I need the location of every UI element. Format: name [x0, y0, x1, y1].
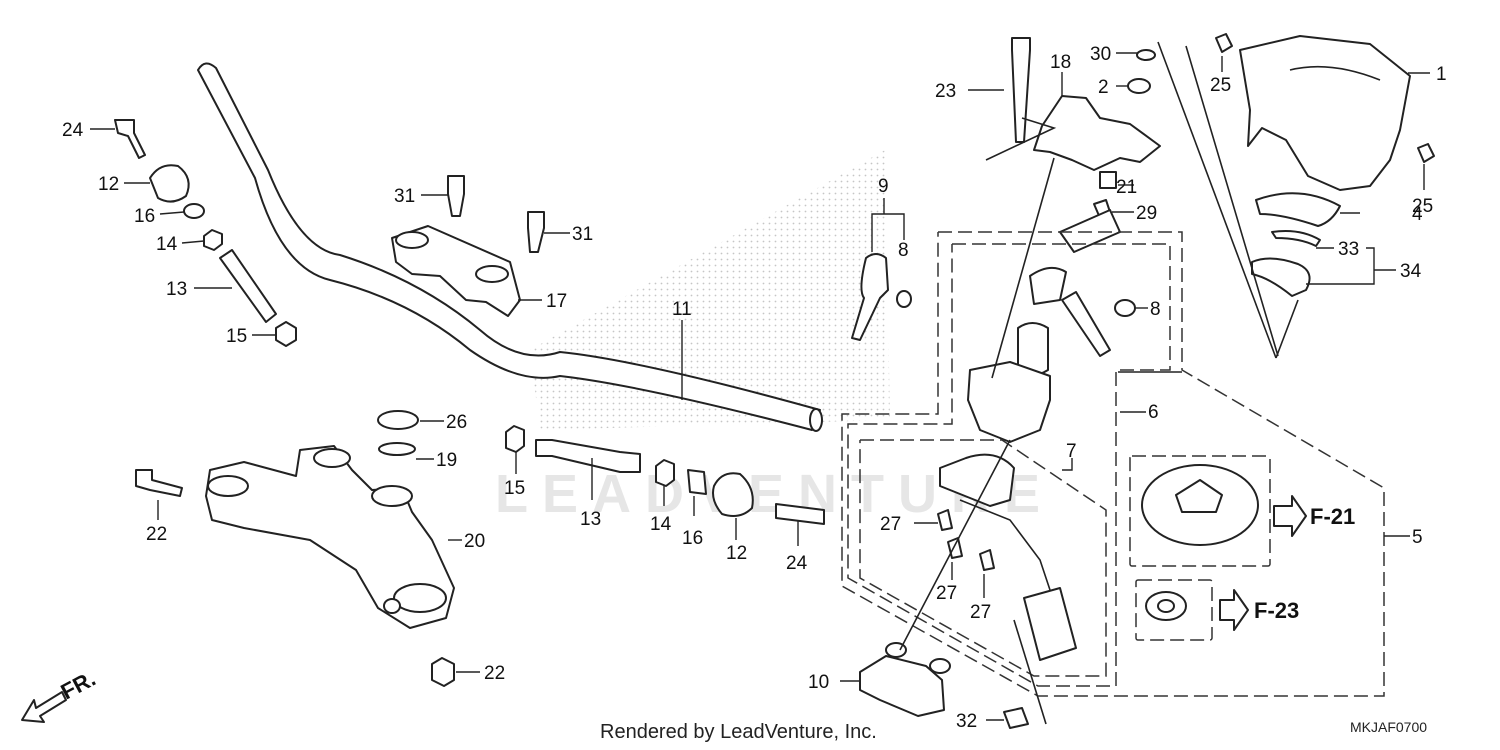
front-direction-arrow: FR.: [21, 666, 100, 723]
label-7: 7: [1066, 441, 1077, 462]
label-27c: 27: [970, 602, 991, 623]
label-33: 33: [1338, 239, 1359, 260]
label-14b: 14: [650, 514, 672, 535]
watermark-logo: [530, 150, 890, 430]
label-15a: 15: [226, 326, 247, 347]
label-27a: 27: [880, 514, 901, 535]
label-17: 17: [546, 291, 567, 312]
diagram-code: MKJAF0700: [1350, 719, 1427, 735]
label-10: 10: [808, 672, 829, 693]
lower-handlebar-holder: [135, 410, 455, 687]
label-15b: 15: [504, 478, 525, 499]
label-16b: 16: [682, 528, 703, 549]
label-14a: 14: [156, 234, 178, 255]
label-21: 21: [1116, 177, 1137, 198]
label-12a: 12: [98, 174, 119, 195]
label-31b: 31: [572, 224, 593, 245]
guide-lines: [899, 41, 1299, 725]
label-5: 5: [1412, 527, 1423, 548]
footer-credit: Rendered by LeadVenture, Inc.: [600, 721, 877, 743]
label-23: 23: [935, 81, 956, 102]
label-2: 2: [1098, 77, 1109, 98]
label-11: 11: [672, 299, 692, 320]
label-4: 4: [1412, 204, 1423, 225]
label-32: 32: [956, 711, 977, 732]
ref-f21-label: F-21: [1310, 504, 1355, 529]
label-34: 34: [1400, 261, 1422, 282]
label-22a: 22: [146, 524, 167, 545]
ignition-switch: [967, 209, 1121, 443]
label-1: 1: [1436, 64, 1447, 85]
label-12b: 12: [726, 543, 747, 564]
ref-f23-label: F-23: [1254, 598, 1299, 623]
label-8b: 8: [1150, 299, 1161, 320]
label-26: 26: [446, 412, 467, 433]
top-cover-parts: [1215, 33, 1435, 297]
label-24a: 24: [62, 120, 84, 141]
label-25a: 25: [1210, 75, 1231, 96]
label-27b: 27: [936, 583, 957, 604]
handlebar: [197, 62, 823, 432]
label-30: 30: [1090, 44, 1111, 65]
label-13a: 13: [166, 279, 187, 300]
top-bracket-parts: [1011, 37, 1161, 219]
fuel-cap-reference: [1129, 455, 1307, 641]
label-24b: 24: [786, 553, 808, 574]
upper-handlebar-holder: [391, 175, 545, 317]
seat-lock: [937, 453, 1077, 661]
label-16a: 16: [134, 206, 155, 227]
label-19: 19: [436, 450, 457, 471]
label-29: 29: [1136, 203, 1157, 224]
label-8a: 8: [898, 240, 909, 261]
switch-bracket: [859, 642, 1029, 729]
label-9: 9: [878, 176, 889, 197]
leader-lines: [90, 52, 1430, 721]
label-25b: 25: [1412, 196, 1433, 217]
label-20: 20: [464, 531, 485, 552]
label-13b: 13: [580, 509, 601, 530]
right-bar-end-parts: [505, 425, 825, 525]
label-31a: 31: [394, 186, 415, 207]
group-outlines: [841, 231, 1385, 697]
part-labels: 1 2 4 5 6 7 8 8 9 10 11 12 12 13 13 14 1…: [62, 44, 1447, 732]
left-bar-end-parts: [114, 119, 297, 347]
label-6: 6: [1148, 402, 1159, 423]
label-18: 18: [1050, 52, 1071, 73]
label-22b: 22: [484, 663, 505, 684]
